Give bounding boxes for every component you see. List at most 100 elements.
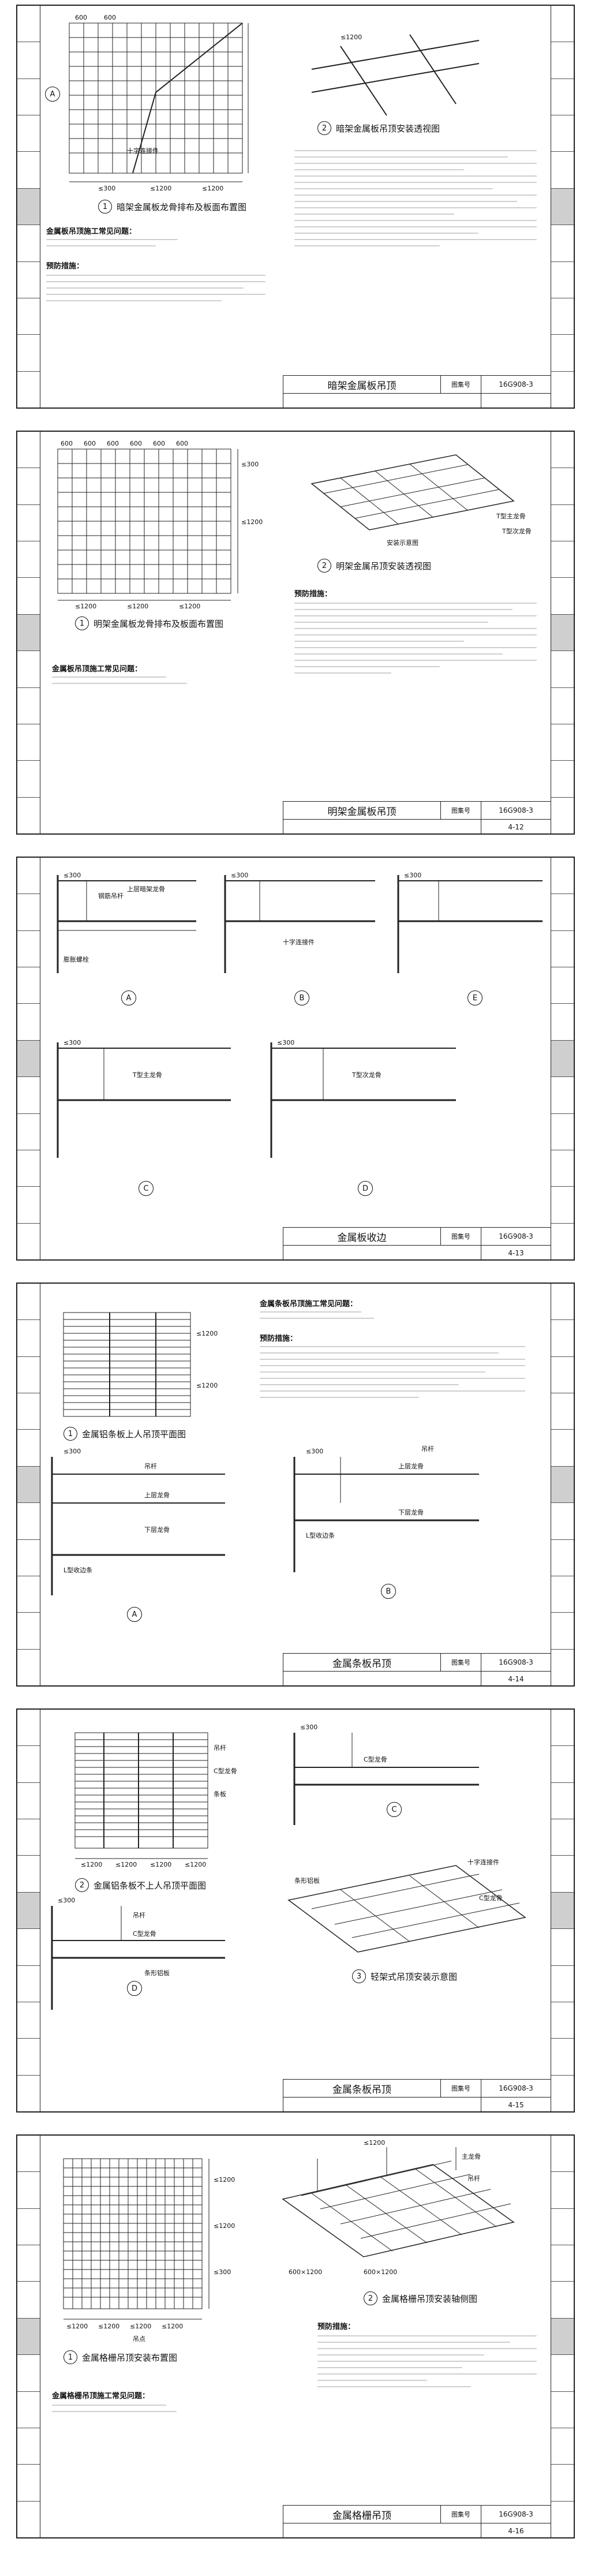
side-tab[interactable] [551, 1004, 574, 1041]
detail-marker-d[interactable]: D [358, 1181, 373, 1196]
side-tab[interactable] [551, 2209, 574, 2246]
side-tab[interactable] [551, 115, 574, 152]
side-tab-active[interactable] [551, 1466, 574, 1504]
side-tab[interactable] [551, 1187, 574, 1224]
side-tab[interactable] [551, 2245, 574, 2282]
side-tab[interactable] [551, 2392, 574, 2428]
side-tab[interactable] [17, 298, 40, 335]
side-tab-active[interactable] [17, 188, 40, 226]
side-tab[interactable] [551, 1819, 574, 1856]
side-tab[interactable] [17, 761, 40, 798]
side-tab[interactable] [17, 1284, 40, 1321]
side-tab[interactable] [17, 1540, 40, 1576]
side-tab[interactable] [17, 798, 40, 833]
side-tab[interactable] [551, 2465, 574, 2502]
side-tab[interactable] [17, 2502, 40, 2537]
side-tab[interactable] [17, 262, 40, 298]
side-tab[interactable] [17, 651, 40, 688]
side-tab[interactable] [17, 1320, 40, 1357]
side-tab[interactable] [551, 761, 574, 798]
side-tab[interactable] [17, 1966, 40, 2002]
side-tab[interactable] [17, 335, 40, 372]
side-tab[interactable] [551, 2002, 574, 2039]
side-tab[interactable] [551, 298, 574, 335]
side-tab[interactable] [551, 1540, 574, 1576]
side-tab[interactable] [551, 1929, 574, 1966]
side-tab[interactable] [17, 858, 40, 895]
side-tab[interactable] [17, 1856, 40, 1893]
side-tab[interactable] [17, 79, 40, 116]
side-tab[interactable] [17, 2076, 40, 2111]
side-tab[interactable] [17, 1393, 40, 1430]
side-tab[interactable] [17, 2392, 40, 2428]
side-tab[interactable] [17, 2428, 40, 2465]
detail-marker-b[interactable]: B [294, 990, 309, 1005]
side-tab[interactable] [17, 2245, 40, 2282]
side-tab[interactable] [17, 1783, 40, 1820]
side-tab[interactable] [551, 541, 574, 578]
side-tab[interactable] [17, 2465, 40, 2502]
side-tab-active[interactable] [17, 1040, 40, 1078]
side-tab[interactable] [17, 1114, 40, 1150]
side-tab[interactable] [551, 1966, 574, 2002]
detail-marker-d[interactable]: D [127, 1981, 142, 1996]
side-tab[interactable] [17, 505, 40, 542]
side-tab[interactable] [17, 6, 40, 43]
side-tab[interactable] [551, 1576, 574, 1613]
side-tab[interactable] [17, 2136, 40, 2173]
side-tab[interactable] [551, 2039, 574, 2076]
side-tab[interactable] [17, 468, 40, 505]
side-tab[interactable] [17, 2209, 40, 2246]
detail-marker-e[interactable]: E [467, 990, 482, 1005]
side-tab-active[interactable] [551, 614, 574, 652]
side-tab[interactable] [551, 578, 574, 615]
side-tab-active[interactable] [551, 188, 574, 226]
side-tab[interactable] [17, 894, 40, 931]
side-tab[interactable] [551, 335, 574, 372]
side-tab[interactable] [17, 115, 40, 152]
side-tab[interactable] [17, 372, 40, 407]
side-tab[interactable] [551, 1856, 574, 1893]
side-tab[interactable] [551, 724, 574, 761]
side-tab[interactable] [17, 1613, 40, 1650]
detail-marker-c[interactable]: C [387, 1802, 402, 1817]
side-tab[interactable] [551, 1503, 574, 1540]
side-tab[interactable] [17, 1650, 40, 1685]
side-tab[interactable] [17, 1150, 40, 1187]
side-tab[interactable] [551, 2428, 574, 2465]
side-tab[interactable] [17, 2282, 40, 2319]
side-tab[interactable] [17, 931, 40, 968]
side-tab[interactable] [551, 1077, 574, 1114]
side-tab[interactable] [551, 1150, 574, 1187]
side-tab[interactable] [551, 858, 574, 895]
side-tab[interactable] [551, 1783, 574, 1820]
side-tab[interactable] [551, 468, 574, 505]
side-tab[interactable] [551, 262, 574, 298]
side-tab[interactable] [17, 1819, 40, 1856]
side-tab[interactable] [17, 1357, 40, 1394]
side-tab[interactable] [17, 1710, 40, 1747]
side-tab[interactable] [551, 79, 574, 116]
side-tab[interactable] [551, 688, 574, 724]
side-tab[interactable] [551, 42, 574, 79]
side-tab[interactable] [551, 1224, 574, 1259]
side-tab[interactable] [551, 6, 574, 43]
side-tab[interactable] [551, 372, 574, 407]
side-tab[interactable] [551, 967, 574, 1004]
side-tab[interactable] [17, 2039, 40, 2076]
side-tab-active[interactable] [17, 1892, 40, 1930]
side-tab-active[interactable] [551, 1892, 574, 1930]
side-tab[interactable] [17, 1746, 40, 1783]
side-tab[interactable] [551, 894, 574, 931]
side-tab[interactable] [551, 1357, 574, 1394]
side-tab[interactable] [551, 2076, 574, 2111]
detail-marker-a[interactable]: A [127, 1607, 142, 1622]
side-tab-active[interactable] [17, 1466, 40, 1504]
detail-marker[interactable]: A [45, 87, 60, 102]
side-tab[interactable] [551, 505, 574, 542]
side-tab[interactable] [17, 1077, 40, 1114]
side-tab[interactable] [17, 2172, 40, 2209]
detail-marker-a[interactable]: A [121, 990, 136, 1005]
side-tab[interactable] [17, 1430, 40, 1467]
side-tab[interactable] [551, 2136, 574, 2173]
